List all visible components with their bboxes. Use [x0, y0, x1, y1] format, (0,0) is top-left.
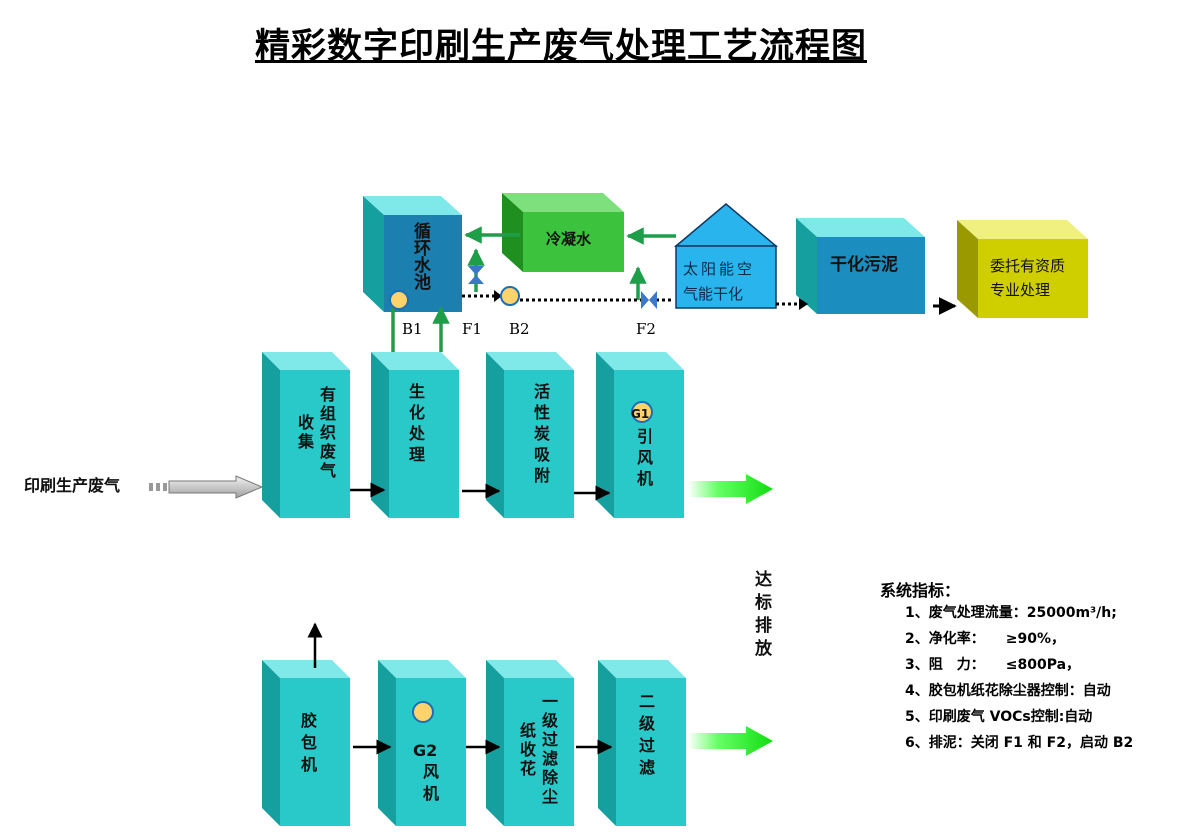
cooling-water-label: 冷凝水: [546, 230, 592, 248]
water-pipes: [391, 226, 676, 352]
entrust-box: [957, 220, 1088, 318]
entrust-label-1: 委托有资质: [990, 257, 1066, 275]
f1-label: F1: [462, 320, 482, 338]
cooling-water-box: [502, 193, 624, 272]
solar-dryer-box: [673, 203, 779, 309]
line2-arrows: [307, 622, 613, 755]
fan1-label: 引风机: [634, 428, 653, 491]
valve-f2-icon: [641, 291, 657, 309]
solar-dryer-label-2: 气能干化: [683, 285, 744, 303]
filter2-label: 二级过滤: [636, 693, 655, 781]
sludge-line: [462, 290, 957, 315]
indicator-item: 1、废气处理流量：25000m³/h;: [905, 605, 1117, 621]
fan2-box: [378, 660, 466, 826]
indicator-item: 4、胶包机纸花除尘器控制：自动: [905, 683, 1111, 699]
circ-pool-label: 循环水池: [410, 222, 430, 290]
dry-sludge-box: [796, 218, 925, 314]
fan2-label: 风机: [420, 763, 439, 807]
indicator-item: 3、阻 力： ≤800Pa，: [905, 657, 1081, 673]
bio-box: [371, 352, 459, 518]
fan-g2-icon: [412, 701, 434, 723]
input-label: 印刷生产废气: [24, 476, 121, 495]
filter1-box: [486, 660, 574, 826]
discharge-label: 达标排放: [751, 570, 771, 662]
page-title: 精彩数字印刷生产废气处理工艺流程图: [254, 27, 867, 67]
indicator-item: 2、净化率： ≥90%，: [905, 631, 1065, 647]
fan1-box: [596, 352, 684, 518]
indicators-list: 1、废气处理流量：25000m³/h; 2、净化率： ≥90%， 3、阻 力： …: [905, 600, 1133, 756]
f2-label: F2: [636, 320, 656, 338]
pump-b1-icon: [389, 290, 409, 310]
fan2-tag: G2: [413, 741, 438, 760]
line2-exhaust-arrow: [688, 726, 773, 756]
bio-label: 生化处理: [406, 383, 425, 467]
glue-label: 胶包机: [298, 712, 317, 778]
entrust-label-2: 专业处理: [990, 281, 1051, 299]
pump-b2-icon: [500, 286, 520, 306]
input-arrow: [149, 475, 264, 499]
fan1-tag: G1: [631, 407, 650, 421]
line1-arrows: [350, 482, 611, 501]
collect-label: 有组织废气收集: [295, 385, 336, 481]
carbon-box: [486, 352, 574, 518]
valve-f1-icon: [468, 266, 484, 284]
b2-label: B2: [509, 320, 530, 338]
dry-sludge-label: 干化污泥: [830, 255, 898, 275]
filter1-label: 一级过滤除尘纸收花: [517, 693, 558, 807]
fan-g1-icon: [631, 401, 653, 423]
line1-exhaust-arrow: [688, 474, 773, 504]
b1-label: B1: [402, 320, 423, 338]
solar-dryer-label-1: 太阳能空: [683, 260, 756, 278]
collect-box: [262, 352, 350, 518]
carbon-label: 活性炭吸附: [531, 383, 550, 488]
indicators-title: 系统指标：: [880, 581, 961, 600]
indicator-item: 5、印刷废气 VOCs控制:自动: [905, 709, 1093, 725]
indicator-item: 6、排泥：关闭 F1 和 F2，启动 B2: [905, 735, 1134, 751]
glue-box: [262, 660, 350, 826]
